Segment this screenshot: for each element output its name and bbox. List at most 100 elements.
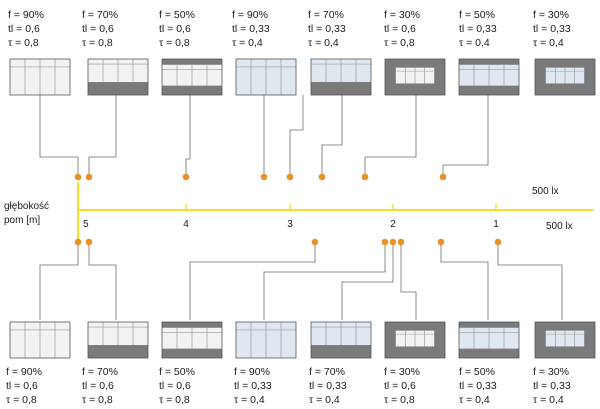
bottom-f-label: f = 30% (533, 366, 569, 378)
bottom-tl-label: tl = 0,6 (82, 380, 114, 392)
top-tau-label: τ = 0,8 (8, 37, 39, 49)
leader-line (289, 95, 304, 176)
top-tau-label: τ = 0,4 (533, 37, 564, 49)
window-frame (87, 58, 149, 96)
window-frame (161, 321, 223, 359)
bottom-f-label: f = 70% (82, 366, 118, 378)
depth-dot (85, 238, 93, 246)
bottom-tau-label: τ = 0,4 (459, 394, 490, 406)
top-f-label: f = 90% (8, 9, 44, 21)
top-tl-label: tl = 0,6 (159, 23, 191, 35)
window-frame (458, 58, 520, 96)
bottom-tau-label: τ = 0,4 (234, 394, 265, 406)
top-tau-label: τ = 0,8 (384, 37, 415, 49)
bottom-tau-label: τ = 0,8 (82, 394, 113, 406)
top-window-thumbnails (9, 58, 596, 96)
leader-line (39, 242, 79, 320)
bottom-f-label: f = 50% (459, 366, 495, 378)
bottom-tl-label: tl = 0,33 (533, 380, 571, 392)
leader-line (39, 95, 79, 176)
top-tau-label: τ = 0,8 (82, 37, 113, 49)
depth-dot (260, 173, 268, 181)
window-frame (235, 58, 297, 96)
bottom-tl-label: tl = 0,33 (309, 380, 347, 392)
top-f-label: f = 30% (384, 9, 420, 21)
leader-line (341, 242, 394, 320)
top-f-label: f = 30% (533, 9, 569, 21)
depth-dot (494, 238, 502, 246)
window-frame (384, 58, 446, 96)
window-thumbnail (235, 58, 297, 96)
window-thumbnail (384, 58, 446, 96)
window-frame (458, 321, 520, 359)
window-frame (9, 321, 71, 359)
leader-line (263, 242, 386, 320)
bottom-f-label: f = 30% (384, 366, 420, 378)
leader-line (88, 242, 117, 320)
depth-dot (74, 173, 82, 181)
bottom-tau-label: τ = 0,8 (6, 394, 37, 406)
window-thumbnail (534, 58, 596, 96)
depth-dot (182, 173, 190, 181)
top-param-labels: f = 90% tl = 0,6 τ = 0,8 f = 70% tl = 0,… (8, 9, 571, 49)
window-thumbnail (161, 321, 223, 359)
window-frame (534, 321, 596, 359)
window-frame (310, 58, 372, 96)
bottom-param-labels: f = 90% tl = 0,6 τ = 0,8 f = 70% tl = 0,… (6, 366, 571, 406)
window-thumbnail (87, 58, 149, 96)
bottom-tl-label: tl = 0,33 (234, 380, 272, 392)
leader-line (321, 95, 343, 176)
window-frame (235, 321, 297, 359)
bottom-window-thumbnails (9, 321, 596, 359)
bottom-tau-label: τ = 0,8 (159, 394, 190, 406)
bottom-f-label: f = 70% (309, 366, 345, 378)
depth-axis: głębokość pom [m] 5 4 3 2 1 500 lx 500 l… (4, 182, 594, 240)
tick-label: 3 (287, 219, 293, 230)
top-f-label: f = 70% (308, 9, 344, 21)
bottom-tau-label: τ = 0,8 (384, 394, 415, 406)
top-f-label: f = 50% (159, 9, 195, 21)
axis-label-unit: pom [m] (4, 215, 40, 226)
tick-label: 4 (183, 219, 189, 230)
depth-dot (318, 173, 326, 181)
depth-markers (74, 173, 502, 246)
top-f-label: f = 70% (82, 9, 118, 21)
tick-label: 5 (83, 219, 89, 230)
depth-dot (286, 173, 294, 181)
top-tl-label: tl = 0,33 (232, 23, 270, 35)
window-thumbnail (458, 321, 520, 359)
bottom-tl-label: tl = 0,6 (384, 380, 416, 392)
leader-line (400, 242, 417, 320)
top-tl-label: tl = 0,33 (308, 23, 346, 35)
window-thumbnail (9, 321, 71, 359)
window-frame (310, 321, 372, 359)
leader-line (88, 95, 117, 176)
window-thumbnail (310, 321, 372, 359)
top-tau-label: τ = 0,8 (159, 37, 190, 49)
top-tl-label: tl = 0,6 (384, 23, 416, 35)
window-frame (384, 321, 446, 359)
top-tl-label: tl = 0,33 (533, 23, 571, 35)
axis-label: głębokość (4, 201, 49, 212)
depth-dot (361, 173, 369, 181)
top-tl-label: tl = 0,6 (8, 23, 40, 35)
bottom-tl-label: tl = 0,6 (159, 380, 191, 392)
window-thumbnail (310, 58, 372, 96)
bottom-tau-label: τ = 0,4 (309, 394, 340, 406)
top-tl-label: tl = 0,6 (82, 23, 114, 35)
top-f-label: f = 90% (232, 9, 268, 21)
window-thumbnail (534, 321, 596, 359)
leader-line (364, 95, 417, 176)
window-frame (161, 58, 223, 96)
window-thumbnail (235, 321, 297, 359)
window-thumbnail (87, 321, 149, 359)
top-f-label: f = 50% (459, 9, 495, 21)
depth-dot (311, 238, 319, 246)
leader-lines (39, 95, 563, 320)
depth-dot (439, 173, 447, 181)
leader-line (497, 242, 563, 320)
tick-label: 2 (390, 219, 396, 230)
depth-dot (74, 238, 82, 246)
depth-dot (381, 238, 389, 246)
